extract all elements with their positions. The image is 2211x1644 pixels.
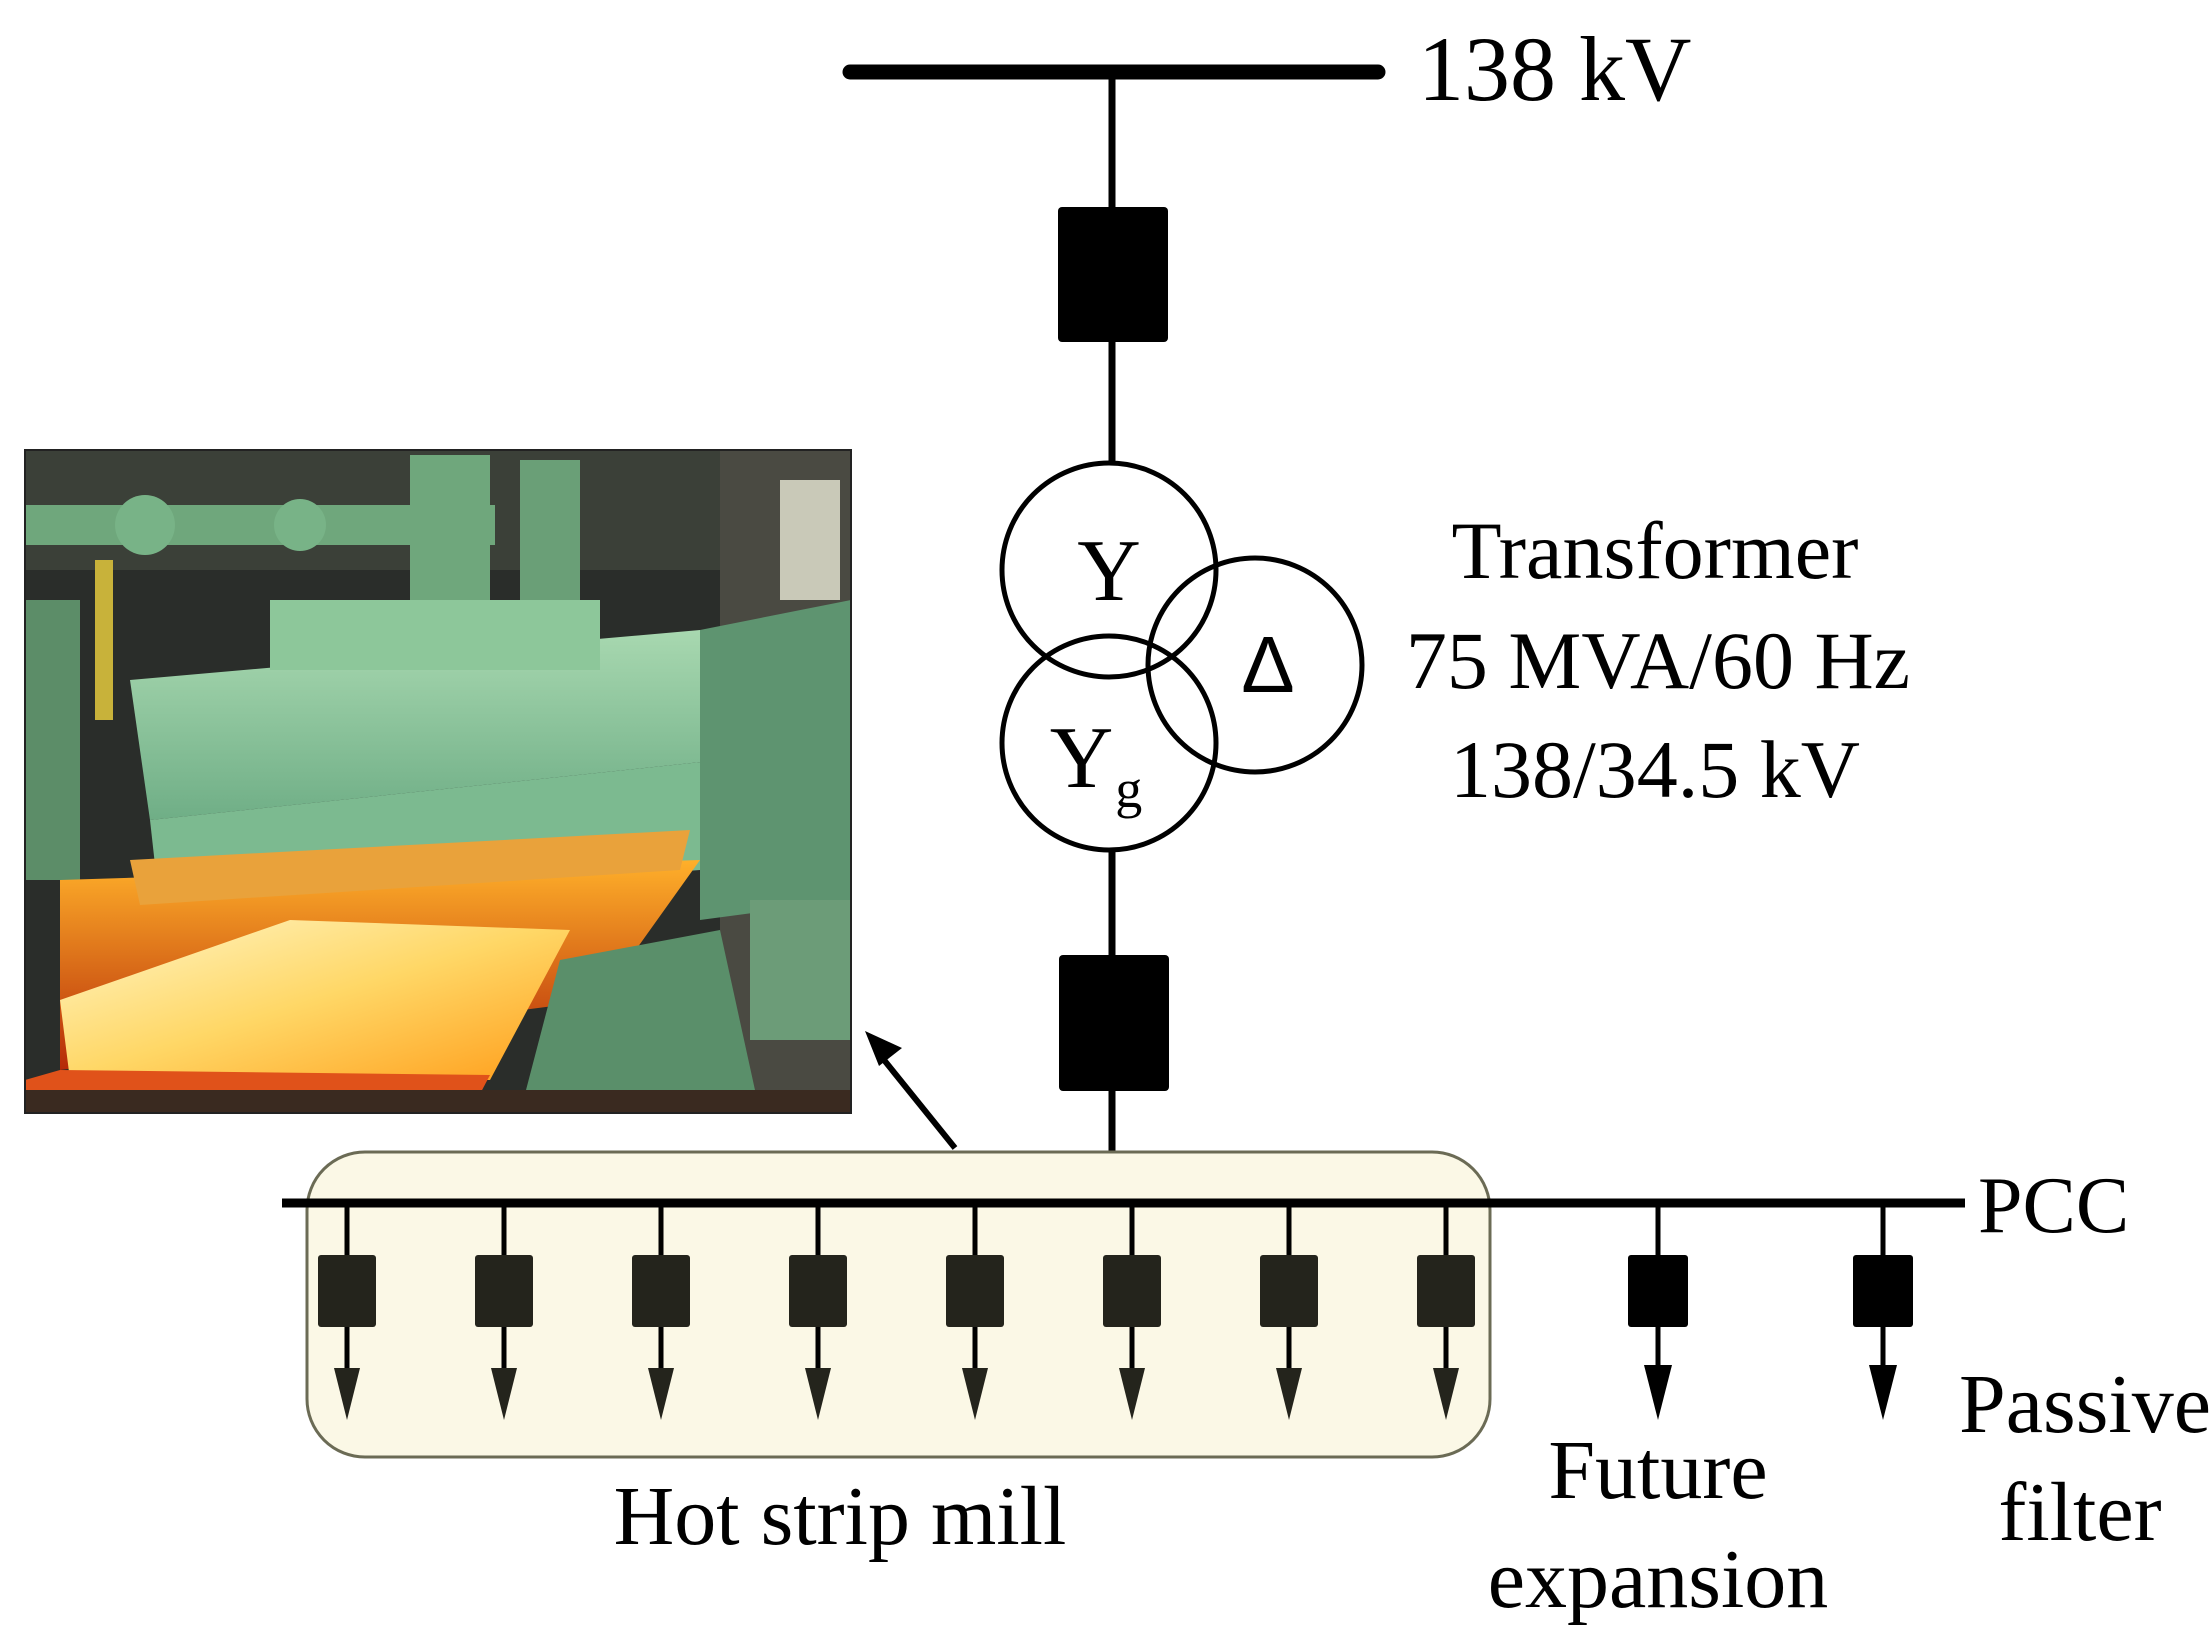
pcc-label: PCC [1978,1162,2129,1250]
hot-strip-mill-label: Hot strip mill [614,1470,1067,1563]
future-expansion-feeder [1628,1203,1688,1420]
photo-pointer-arrow [865,1031,958,1150]
mill-feeder [946,1203,1004,1420]
secondary-winding-symbol: Yg [1050,710,1143,819]
future-expansion-label-line2: expansion [1488,1533,1829,1626]
hot-strip-mill-feeders [318,1203,1475,1420]
mill-feeder [1417,1203,1475,1420]
breaker-lower [1059,955,1169,1091]
mill-feeder [1260,1203,1318,1420]
future-expansion-label-line1: Future [1548,1424,1767,1517]
passive-filter-label-line2: filter [1998,1466,2161,1559]
hot-strip-mill-group [305,1150,1492,1459]
mill-feeder [1103,1203,1161,1420]
breaker-upper [1058,207,1168,342]
transformer-symbol: Y Yg Δ [999,460,1365,853]
passive-filter-feeder [1853,1203,1913,1420]
transformer-rating: 75 MVA/60 Hz [1406,615,1910,706]
transformer-primary-winding [999,460,1219,680]
transformer-title: Transformer [1452,505,1859,596]
passive-filter-label-line1: Passive [1959,1358,2211,1451]
bus-138kv-label: 138 kV [1418,18,1691,120]
transformer-voltage-ratio: 138/34.5 kV [1450,724,1860,815]
mill-feeder [475,1203,533,1420]
hot-strip-mill-photo [25,450,851,1113]
mill-feeder [318,1203,376,1420]
photo-frame [24,449,852,1114]
tertiary-winding-symbol: Δ [1241,620,1294,709]
transformer-tertiary-winding [1145,555,1365,775]
mill-feeder [789,1203,847,1420]
mill-feeder [632,1203,690,1420]
primary-winding-symbol: Y [1077,523,1141,620]
